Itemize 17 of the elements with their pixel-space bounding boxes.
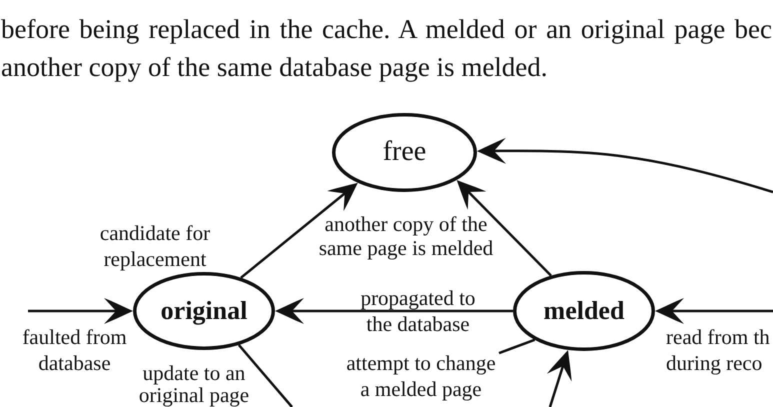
state-ellipse — [513, 271, 655, 351]
edge-label: update to an original page — [138, 362, 250, 406]
state-ellipse — [133, 272, 275, 350]
state-ellipse — [332, 113, 477, 192]
edge-label: candidate for replacement — [98, 220, 212, 272]
state-label: free — [382, 137, 426, 168]
state-label: melded — [544, 296, 624, 326]
leader-line — [498, 338, 536, 354]
edge-label: another copy of the same page is melded — [318, 212, 494, 260]
state-label: original — [160, 296, 248, 326]
edge-label: read from th during reco — [666, 324, 771, 376]
edge-label: faulted from database — [21, 324, 128, 376]
body-text: another copy of the same database page is melded. — [1, 51, 548, 83]
annotation-text: attempt to change a melded page — [343, 350, 499, 402]
body-text: before being replaced in the cache. A melded or an original page bec — [1, 13, 772, 45]
edge-label: propagated to the database — [360, 285, 476, 337]
line — [238, 344, 293, 407]
